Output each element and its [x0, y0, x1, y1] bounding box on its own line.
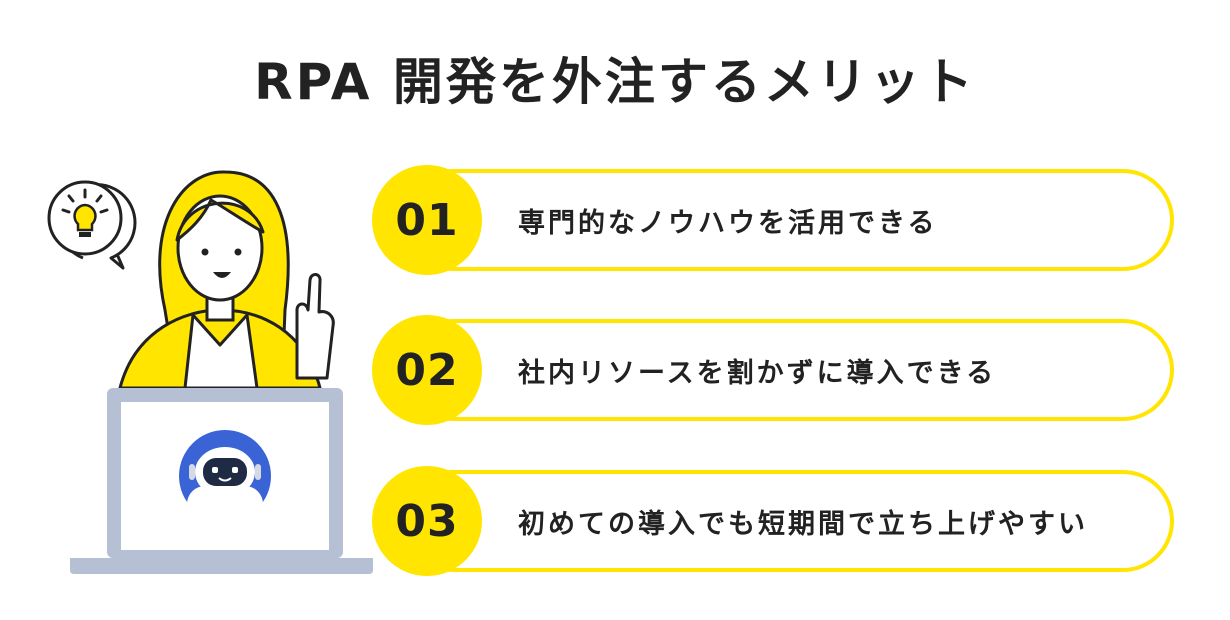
- merit-item-02: 02 社内リソースを割かずに導入できる: [372, 315, 1180, 425]
- merit-number-badge: 03: [372, 466, 482, 576]
- merit-text: 初めての導入でも短期間で立ち上げやすい: [518, 508, 1088, 540]
- page-title: RPA 開発を外注するメリット: [254, 53, 976, 111]
- merit-text: 専門的なノウハウを活用できる: [518, 207, 938, 239]
- merit-number-badge: 02: [372, 315, 482, 425]
- merit-text: 社内リソースを割かずに導入できる: [518, 357, 997, 389]
- merit-pill: [402, 470, 1174, 572]
- merit-item-01: 01 専門的なノウハウを活用できる: [372, 165, 1180, 275]
- robot-icon: [179, 430, 271, 522]
- lightbulb-icon: [47, 180, 137, 270]
- illustration: [35, 160, 380, 580]
- merit-item-03: 03 初めての導入でも短期間で立ち上げやすい: [372, 466, 1180, 576]
- merit-number-badge: 01: [372, 165, 482, 275]
- woman-pointing-illustration: [118, 170, 335, 390]
